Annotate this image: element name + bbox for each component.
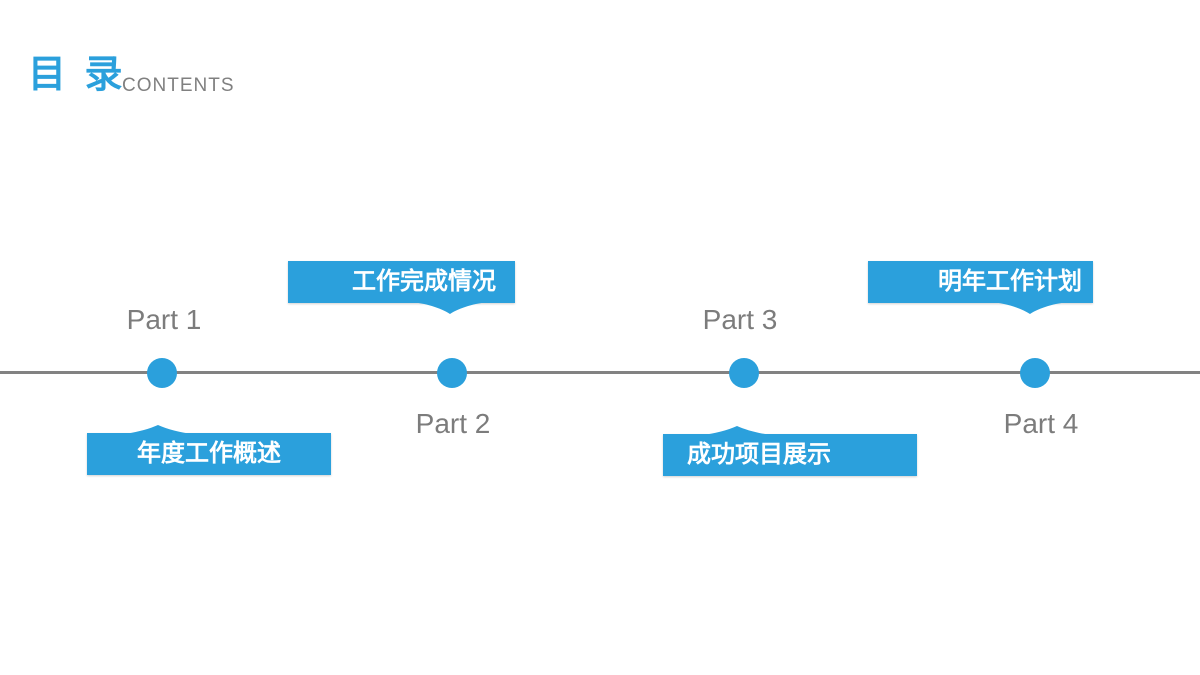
banner-part4: 明年工作计划 (868, 261, 1093, 314)
timeline-line (0, 371, 1200, 374)
banner-part3-label: 成功项目展示 (687, 441, 831, 468)
banner-pointer-up-icon (122, 425, 194, 434)
page-subtitle: CONTENTS (122, 75, 235, 96)
banner-part4-label: 明年工作计划 (938, 268, 1082, 295)
banner-pointer-up-icon (701, 426, 773, 435)
banner-pointer-down-icon (410, 302, 490, 314)
timeline-dot-part2 (437, 358, 467, 388)
banner-part1-label: 年度工作概述 (137, 440, 281, 467)
part-label-3: Part 3 (702, 304, 778, 335)
part-label-4: Part 4 (1003, 408, 1079, 439)
timeline-dot-part4 (1020, 358, 1050, 388)
part-label-2: Part 2 (415, 408, 491, 439)
banner-part2: 工作完成情况 (288, 261, 515, 314)
timeline-dot-part1 (147, 358, 177, 388)
banner-part1: 年度工作概述 (87, 425, 331, 475)
banner-part3: 成功项目展示 (663, 426, 917, 476)
timeline-dot-part3 (729, 358, 759, 388)
page-title: 目 录 (28, 54, 127, 96)
banner-pointer-down-icon (990, 302, 1070, 314)
banner-part2-label: 工作完成情况 (352, 268, 496, 295)
part-label-1: Part 1 (126, 304, 202, 335)
